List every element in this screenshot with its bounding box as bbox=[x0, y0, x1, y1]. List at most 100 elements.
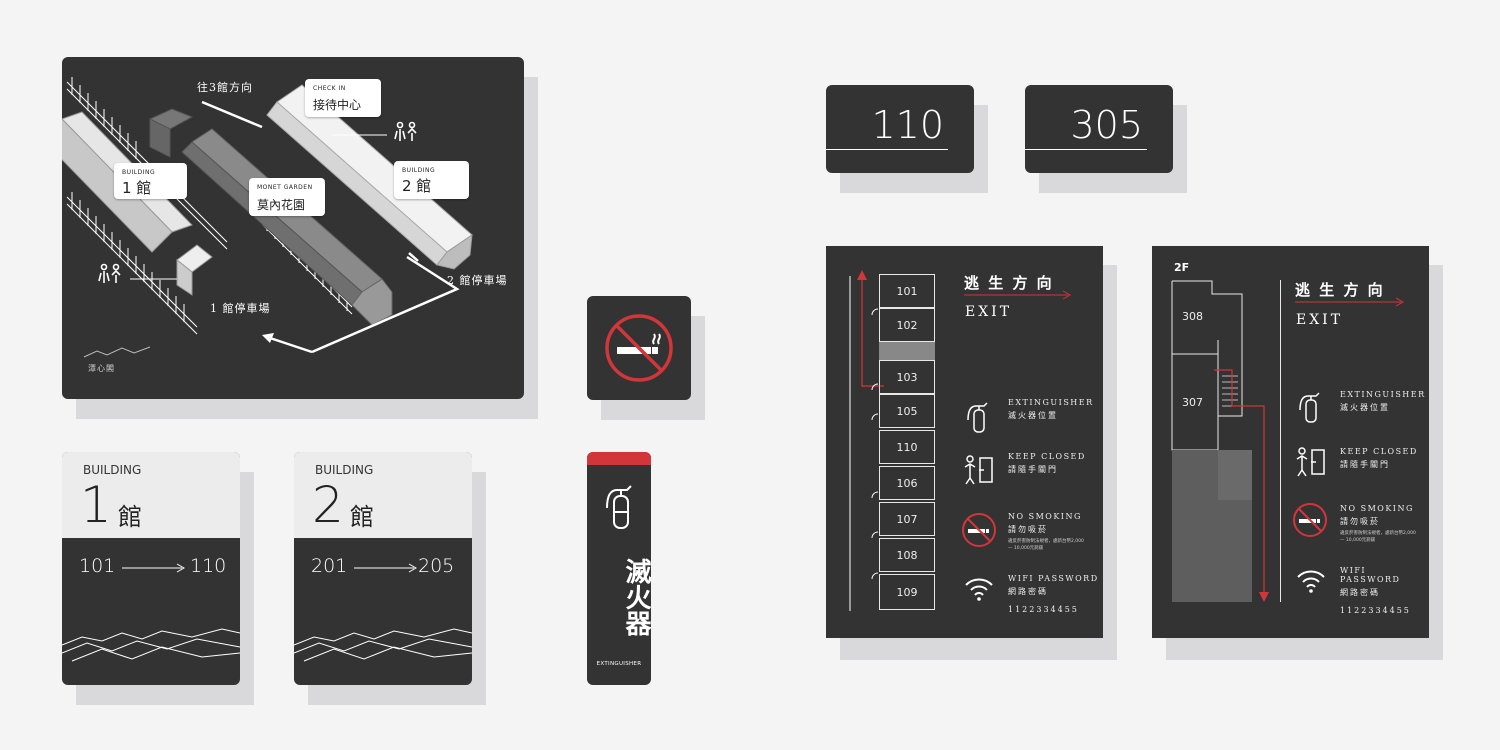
building1-zh: 1 館 bbox=[122, 179, 152, 197]
legend-zh: 滅火器位置 bbox=[1008, 411, 1058, 420]
building2-zh: 館 bbox=[350, 503, 374, 531]
logo-text: 潭心閣 bbox=[88, 364, 115, 373]
floor-plan-1f bbox=[849, 270, 935, 611]
building2-en: BUILDING bbox=[402, 167, 436, 174]
building1-range-to: 110 bbox=[190, 555, 227, 577]
legend-note: 違反菸害防制法規者，處新台幣2,000 — 10,000元罰鍰 bbox=[1008, 539, 1084, 551]
building1-en: BUILDING bbox=[83, 463, 142, 477]
evac-plan-2f: 2F 308 307 逃 生 方 向 EXIT EXTINGUISHER 滅火器… bbox=[1152, 246, 1429, 638]
room-sign-110: 110 bbox=[826, 85, 974, 173]
room-103: 103 bbox=[879, 360, 935, 394]
building1-sign: BUILDING 1 館 101 110 bbox=[62, 452, 240, 685]
checkin-zh: 接待中心 bbox=[313, 98, 362, 112]
garden-label: MONET GARDEN 莫內花園 bbox=[249, 178, 325, 216]
exit-arrow-icon bbox=[964, 290, 1072, 300]
direction-b3-label: 往3館方向 bbox=[197, 81, 253, 94]
room-110: 110 bbox=[879, 430, 935, 464]
extinguisher-sign: 滅火器 EXTINGUISHER bbox=[587, 452, 651, 685]
room-102: 102 bbox=[879, 308, 935, 342]
legend-keep-closed: KEEP CLOSED 請隨手關門 bbox=[1340, 447, 1418, 470]
building1-number: 1 bbox=[80, 476, 112, 534]
legend-en: NO SMOKING bbox=[1008, 512, 1082, 521]
legend-zh: 滅火器位置 bbox=[1340, 403, 1390, 412]
legend-en: NO SMOKING bbox=[1340, 504, 1414, 513]
building2-range-from: 201 bbox=[311, 555, 348, 577]
legend-wifi: WIFI PASSWORD 網路密碼 1122334455 bbox=[1008, 574, 1099, 614]
room-105: 105 bbox=[879, 394, 935, 428]
building2-zh: 2 館 bbox=[402, 177, 432, 195]
legend-keep-closed: KEEP CLOSED 請隨手關門 bbox=[1008, 452, 1086, 475]
room-106: 106 bbox=[879, 466, 935, 500]
mountain-lines bbox=[62, 628, 240, 662]
room-sign-line bbox=[826, 149, 948, 150]
legend-zh: 網路密碼 bbox=[1008, 587, 1048, 596]
no-smoking-icon bbox=[962, 513, 996, 547]
arrow-right-icon bbox=[354, 563, 418, 573]
building2-range-to: 205 bbox=[418, 555, 455, 577]
site-map-drawing bbox=[62, 77, 473, 358]
garden-en: MONET GARDEN bbox=[257, 184, 313, 191]
room-101: 101 bbox=[879, 274, 935, 308]
legend-en: KEEP CLOSED bbox=[1340, 447, 1418, 456]
checkin-label: CHECK IN 接待中心 bbox=[305, 79, 381, 117]
legend-no-smoking: NO SMOKING 請勿吸菸 違反菸害防制法規者，處新台幣2,000 — 10… bbox=[1008, 512, 1088, 553]
wifi-password: 1122334455 bbox=[1008, 605, 1079, 614]
building2-number: 2 bbox=[312, 476, 344, 534]
room-307: 307 bbox=[1182, 396, 1203, 409]
legend-wifi: WIFI PASSWORD 網路密碼 1122334455 bbox=[1340, 566, 1429, 615]
exit-title-zh: 逃 生 方 向 bbox=[1295, 281, 1385, 299]
parking2-label: 2 館停車場 bbox=[447, 274, 508, 287]
checkin-en: CHECK IN bbox=[313, 85, 346, 92]
divider-line bbox=[1280, 280, 1281, 602]
building1-header bbox=[62, 452, 240, 538]
site-map-sign: 往3館方向 1 館停車場 2 館停車場 潭心閣 CHECK IN 接待中心 BU… bbox=[62, 57, 524, 399]
wifi-icon bbox=[965, 578, 993, 601]
building1-zh: 館 bbox=[118, 503, 142, 531]
garden-zh: 莫內花園 bbox=[257, 198, 306, 212]
building2-en: BUILDING bbox=[315, 463, 374, 477]
extinguisher-icon bbox=[606, 485, 632, 529]
legend-en: KEEP CLOSED bbox=[1008, 452, 1086, 461]
extinguisher-icon bbox=[967, 402, 988, 433]
legend-extinguisher: EXTINGUISHER 滅火器位置 bbox=[1340, 390, 1426, 413]
room-sign-line bbox=[1025, 149, 1147, 150]
legend-zh: 請勿吸菸 bbox=[1008, 525, 1048, 534]
legend-en: WIFI PASSWORD bbox=[1008, 574, 1099, 583]
extinguisher-icon bbox=[1299, 392, 1320, 423]
floor-label: 2F bbox=[1174, 261, 1190, 274]
no-smoking-sign bbox=[587, 296, 691, 400]
room-109: 109 bbox=[879, 574, 935, 610]
legend-zh: 請隨手關門 bbox=[1008, 465, 1058, 474]
building1-label: BUILDING 1 館 bbox=[114, 163, 187, 199]
room-number-110: 110 bbox=[871, 103, 944, 147]
building2-label: BUILDING 2 館 bbox=[394, 161, 469, 199]
legend-zh: 請勿吸菸 bbox=[1340, 517, 1380, 526]
floor-plan-2f bbox=[1171, 280, 1269, 602]
room-number-305: 305 bbox=[1070, 103, 1143, 147]
room-107: 107 bbox=[879, 502, 935, 536]
door-icon bbox=[964, 455, 993, 485]
extinguisher-zh: 滅火器 bbox=[621, 558, 651, 636]
room-108: 108 bbox=[879, 538, 935, 572]
building1-range-from: 101 bbox=[79, 555, 116, 577]
room-308: 308 bbox=[1182, 310, 1203, 323]
legend-en: WIFI PASSWORD bbox=[1340, 566, 1401, 584]
room-sign-305: 305 bbox=[1025, 85, 1173, 173]
parking1-label: 1 館停車場 bbox=[210, 302, 271, 315]
exit-title-en: EXIT bbox=[1296, 312, 1344, 328]
exit-arrow-icon bbox=[1295, 297, 1405, 307]
arrow-right-icon bbox=[122, 563, 186, 573]
legend-note: 違反菸害防制法規者，處新台幣2,000 — 10,000元罰鍰 bbox=[1340, 531, 1416, 543]
wifi-icon bbox=[1297, 570, 1325, 593]
extinguisher-en: EXTINGUISHER bbox=[596, 661, 642, 667]
building2-header bbox=[294, 452, 472, 538]
evac-plan-1f: 101 102 103 105 110 106 107 108 109 逃 生 … bbox=[826, 246, 1103, 638]
exit-title-en: EXIT bbox=[965, 304, 1013, 320]
no-smoking-icon bbox=[605, 314, 673, 382]
building2-sign: BUILDING 2 館 201 205 bbox=[294, 452, 472, 685]
no-smoking-icon bbox=[1293, 503, 1327, 537]
exit-title-zh: 逃 生 方 向 bbox=[964, 274, 1054, 292]
door-icon bbox=[1296, 447, 1325, 477]
legend-en: EXTINGUISHER bbox=[1340, 390, 1426, 399]
extinguisher-accent-bar bbox=[587, 452, 651, 465]
